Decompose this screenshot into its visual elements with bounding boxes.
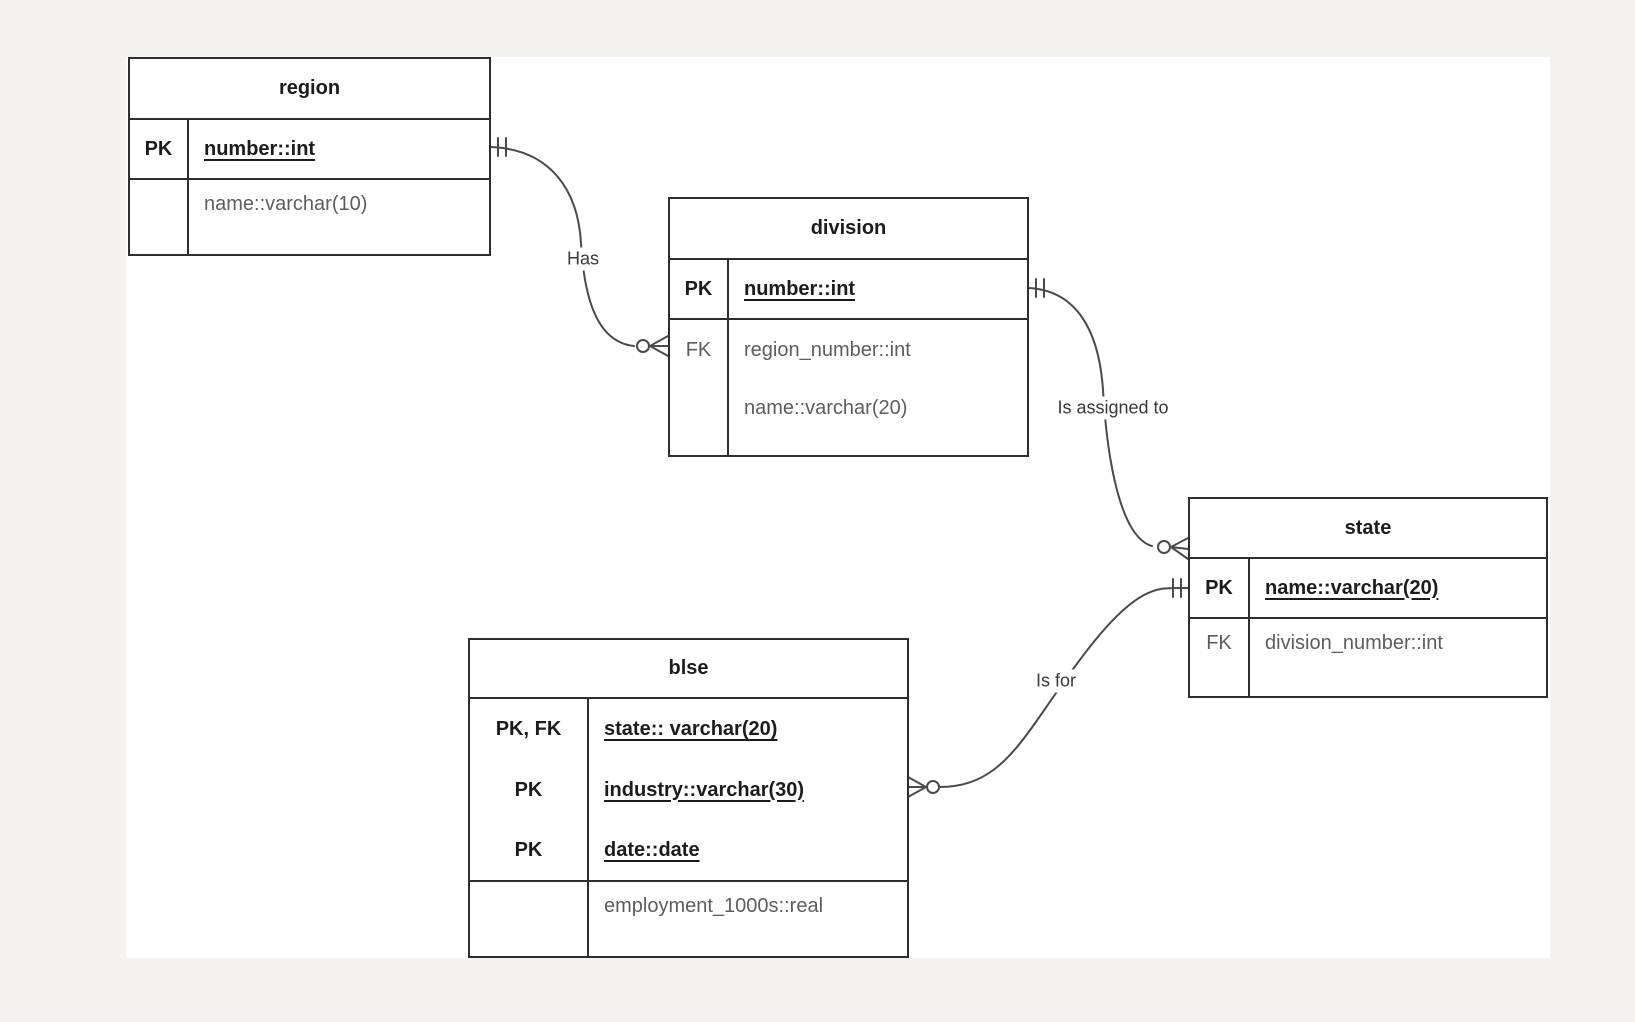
entity-division[interactable]: division PK number::int FK region_number…	[668, 197, 1029, 457]
key-badge: PK	[130, 120, 189, 178]
cardinality-zero-many-marker	[1157, 537, 1189, 560]
entity-state[interactable]: state PK name::varchar(20) FK division_n…	[1188, 497, 1548, 698]
attr-row: FK division_number::int	[1190, 619, 1546, 696]
key-badge	[130, 180, 189, 254]
entity-title: blse	[470, 640, 907, 699]
entity-blse[interactable]: blse PK, FK state:: varchar(20) PK indus…	[468, 638, 909, 958]
attr-row: PK number::int	[670, 260, 1027, 318]
key-badge: PK	[470, 820, 589, 880]
key-badge: PK	[1190, 559, 1250, 617]
attr-text: division_number::int	[1265, 632, 1443, 654]
relationship-is-for-line[interactable]	[938, 586, 1189, 788]
key-badge: PK	[470, 760, 589, 820]
cardinality-one-marker	[1035, 278, 1045, 298]
relationship-label-is-assigned-to[interactable]: Is assigned to	[1052, 396, 1174, 420]
attr-text: state:: varchar(20)	[604, 718, 778, 740]
relationship-is-assigned-to[interactable]	[1027, 278, 1189, 560]
attr-row: name::varchar(10)	[130, 180, 489, 254]
attr-row: PK number::int	[130, 120, 489, 178]
entity-title: region	[130, 59, 489, 120]
relationship-is-assigned-to-line[interactable]	[1027, 287, 1153, 547]
attr-row: PK name::varchar(20)	[1190, 559, 1546, 617]
attr-text: number::int	[204, 137, 316, 160]
relationship-label-is-for[interactable]: Is for	[1030, 669, 1082, 693]
key-badge: PK, FK	[470, 699, 589, 760]
relationship-has-line[interactable]	[489, 146, 635, 347]
attr-row: employment_1000s::real	[470, 882, 907, 956]
cardinality-one-marker	[497, 137, 507, 157]
cardinality-zero-many-marker	[907, 776, 940, 798]
attr-text: region_number::int	[744, 338, 911, 361]
attr-row: name::varchar(20)	[670, 380, 1027, 455]
attr-row: PK industry::varchar(30)	[470, 760, 907, 820]
attr-text: number::int	[744, 277, 856, 300]
entity-title: state	[1190, 499, 1546, 559]
attr-text: employment_1000s::real	[604, 895, 824, 917]
entity-title: division	[670, 199, 1027, 260]
key-badge: FK	[1190, 619, 1250, 696]
attr-text: date::date	[604, 838, 700, 861]
attr-text: name::varchar(10)	[204, 193, 368, 215]
attr-row: FK region_number::int	[670, 320, 1027, 380]
cardinality-one-marker	[1172, 578, 1182, 598]
entity-region[interactable]: region PK number::int name::varchar(10)	[128, 57, 491, 256]
attr-row: PK, FK state:: varchar(20)	[470, 699, 907, 760]
relationship-label-has[interactable]: Has	[561, 247, 605, 271]
cardinality-zero-many-marker	[636, 335, 669, 357]
attr-text: name::varchar(20)	[1265, 576, 1439, 599]
attr-row: PK date::date	[470, 820, 907, 880]
key-badge: FK	[670, 320, 729, 380]
key-badge	[470, 882, 589, 956]
relationship-is-for[interactable]	[907, 578, 1189, 798]
attr-text: name::varchar(20)	[744, 397, 908, 419]
key-badge	[670, 380, 729, 455]
key-badge: PK	[670, 260, 729, 318]
relationship-has[interactable]	[489, 137, 669, 357]
attr-text: industry::varchar(30)	[604, 778, 805, 801]
